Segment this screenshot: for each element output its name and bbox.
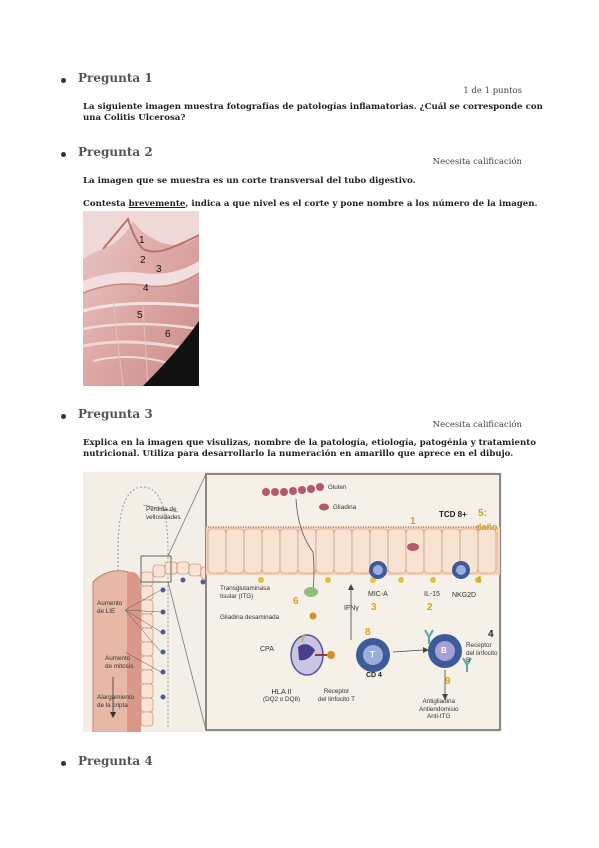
yellow-number-4: 4 — [476, 575, 482, 586]
label-nkg2d: NKG2D — [452, 592, 477, 599]
underlined-word: brevemente — [128, 199, 186, 209]
label-perdida-line-2: vellosidades — [146, 513, 181, 521]
yellow-number-2: 2 — [427, 602, 433, 613]
label-aumento-lie: Aumento de LIE — [97, 600, 122, 615]
label-tcd8: TCD 8+ — [439, 510, 467, 519]
label-ttg-line-1: Transglutaminasa — [220, 585, 270, 592]
question-2-text-1: La imagen que se muestra es un corte tra… — [83, 176, 416, 186]
label-il15: IL-15 — [424, 591, 440, 598]
question-1-text: La siguiente imagen muestra fotografías … — [83, 102, 543, 124]
question-3-text-line-2: nutricional. Utiliza para desarrollarlo … — [83, 449, 514, 459]
label-receptor-t-line-1: Receptor — [323, 688, 350, 695]
bullet-q1 — [61, 78, 66, 83]
label-receptor-b-line-2: del linfocito B — [466, 649, 498, 665]
label-mitosis-line-2: de mitosis — [105, 662, 134, 670]
yellow-number-7: 7 — [300, 634, 306, 645]
label-cell-t: T — [370, 650, 375, 659]
label-lie-line-1: Aumento — [97, 600, 123, 607]
label-mitosis-line-1: Aumento — [105, 655, 131, 662]
label-antigliadina: Antigliadina — [422, 698, 456, 705]
celiac-diagram: Pérdida de vellosidades Aumento de LIE A… — [83, 472, 502, 732]
bullet-q2 — [61, 152, 66, 157]
label-antiendomisio: Antiendomisio — [419, 705, 459, 713]
label-gliadina-desaminada: Gliadina desaminada — [220, 614, 280, 621]
question-3-title: Pregunta 3 — [78, 407, 153, 421]
histology-image: 1 2 3 4 5 6 — [83, 211, 199, 386]
question-2-text-2-pre: Contesta — [83, 199, 129, 209]
yellow-number-6: 6 — [293, 596, 299, 607]
yellow-number-1: 1 — [410, 516, 416, 527]
label-receptor-t: Receptor del linfocito T — [318, 688, 355, 703]
question-2-text-2-post: , indica a que nivel es el corte y pone … — [185, 199, 538, 209]
question-3-text-line-1: Explica en la imagen que visulizas, nomb… — [83, 438, 536, 448]
label-cripta-line-1: Alargamiento — [97, 694, 135, 701]
label-receptor-t-line-2: del linfocito T — [318, 695, 355, 703]
label-gliadina: Gliadina — [333, 504, 357, 511]
question-4-title: Pregunta 4 — [78, 754, 153, 768]
label-cd4: CD 4 — [366, 672, 382, 679]
label-ttg: Transglutaminasa tisular (tTG) — [220, 585, 270, 600]
question-2-text-2: Contesta brevemente, indica a que nivel … — [83, 199, 538, 210]
yellow-number-5: 5: — [478, 508, 487, 519]
question-1-score: 1 de 1 puntos — [463, 86, 522, 96]
histology-label-2: 2 — [140, 255, 146, 266]
label-ifn: IFNγ — [344, 605, 359, 612]
histology-label-3: 3 — [156, 264, 162, 275]
question-3-status: Necesita calificación — [432, 420, 522, 430]
yellow-number-9: 9 — [445, 676, 451, 687]
label-cpa: CPA — [260, 646, 274, 653]
label-lie-line-2: de LIE — [97, 607, 116, 615]
yellow-number-3: 3 — [371, 602, 377, 613]
question-2-status: Necesita calificación — [432, 157, 522, 167]
label-receptor-b-line-1: Receptor — [466, 642, 492, 649]
histology-label-5: 5 — [137, 310, 143, 321]
black-number-4: 4 — [488, 629, 494, 640]
label-antibodies: Antigliadina Antiendomisio Anti-tTG — [419, 698, 459, 721]
label-hla-line-2: (DQ2 o DQ8) — [263, 695, 301, 703]
label-hla: HLA II (DQ2 o DQ8) — [263, 688, 300, 703]
label-anti-ttg: Anti-tTG — [427, 713, 451, 720]
label-cripta-line-2: de la cripta — [97, 701, 128, 709]
histology-label-6: 6 — [165, 329, 171, 340]
histology-drawing — [83, 211, 199, 386]
yellow-number-8: 8 — [365, 627, 371, 638]
question-1-text-line-2: una Colitis Ulcerosa? — [83, 113, 186, 123]
question-1-title: Pregunta 1 — [78, 71, 153, 85]
question-2-title: Pregunta 2 — [78, 145, 153, 159]
bullet-q3 — [61, 414, 66, 419]
label-perdida: Pérdida de vellosidades — [146, 506, 181, 521]
diagram-drawing — [92, 473, 501, 732]
label-gluten: Gluten — [328, 484, 347, 491]
label-hla-line-1: HLA II — [271, 687, 292, 696]
label-receptor-b: Receptor del linfocito B — [466, 642, 502, 665]
bullet-q4 — [61, 761, 66, 766]
label-mica: MIC-A — [368, 591, 388, 598]
label-ttg-line-2: tisular (tTG) — [220, 592, 254, 600]
histology-label-1: 1 — [139, 235, 145, 246]
label-alargamiento-cripta: Alargamiento de la cripta — [97, 694, 134, 709]
question-1-text-line-1: La siguiente imagen muestra fotografías … — [83, 102, 543, 112]
label-perdida-line-1: Pérdida de — [146, 506, 177, 513]
label-dano: daño — [476, 522, 498, 532]
histology-label-4: 4 — [143, 283, 149, 294]
label-cell-b: B — [441, 646, 447, 655]
question-3-text: Explica en la imagen que visulizas, nomb… — [83, 438, 536, 460]
label-aumento-mitosis: Aumento de mitosis — [105, 655, 133, 670]
